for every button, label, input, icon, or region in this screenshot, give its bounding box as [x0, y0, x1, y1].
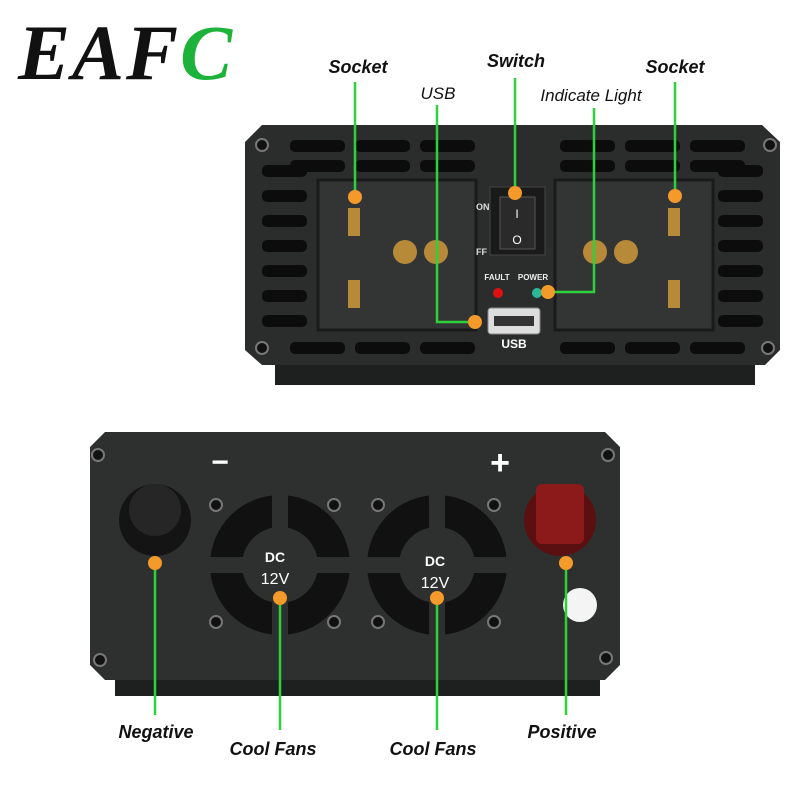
leader-lines [153, 78, 677, 730]
vent-slot [355, 140, 410, 152]
vent-slot [290, 160, 345, 172]
top-inverter-panel: I O ON FF FAULT POWER USB [245, 125, 780, 385]
vent-slot [262, 240, 307, 252]
vent-slot [690, 140, 745, 152]
vent-slot [262, 215, 307, 227]
switch-off-symbol: O [512, 233, 521, 247]
label-switch: Switch [486, 51, 546, 71]
fault-led [493, 288, 503, 298]
vent-slot [718, 215, 763, 227]
minus-sign: − [211, 446, 229, 479]
bottom-inverter-panel: − + DC 12V DC 12V [90, 138, 777, 696]
sticker [563, 588, 597, 622]
logo-text: EAF [18, 9, 181, 96]
vent-slot [420, 140, 475, 152]
label-socket-left: Socket [328, 57, 388, 77]
label-positive: Positive [527, 722, 597, 742]
brand-logo: EAFC [18, 8, 234, 98]
label-indicate-light: Indicate Light [540, 86, 642, 105]
vent-slot [718, 315, 763, 327]
vent-slot [262, 290, 307, 302]
vent-slot [560, 342, 615, 354]
fan-right-12v: 12V [421, 575, 450, 592]
label-cool-fans-right: Cool Fans [389, 739, 477, 759]
vent-slot [625, 342, 680, 354]
switch-off-label: FF [476, 247, 487, 257]
vent-slot [718, 290, 763, 302]
vent-slot [290, 342, 345, 354]
vent-slot [355, 160, 410, 172]
cooling-fan-right [367, 495, 507, 635]
cooling-fan-left [210, 495, 350, 635]
vent-slot [262, 190, 307, 202]
fan-right-dc: DC [425, 553, 445, 569]
vent-slot [625, 140, 680, 152]
vent-slot [718, 240, 763, 252]
label-negative: Negative [118, 722, 194, 742]
logo-accent: C [180, 9, 235, 96]
vent-slot [690, 160, 745, 172]
fault-label: FAULT [484, 273, 509, 282]
vent-slot [355, 342, 410, 354]
label-cool-fans-left: Cool Fans [229, 739, 317, 759]
vent-slot [560, 140, 615, 152]
vent-slot [420, 160, 475, 172]
vent-slot [420, 342, 475, 354]
label-socket-right: Socket [645, 57, 705, 77]
fan-left-dc: DC [265, 549, 285, 565]
vent-slot [718, 265, 763, 277]
power-label: POWER [518, 273, 548, 282]
vent-slot [718, 190, 763, 202]
plus-sign: + [490, 444, 510, 482]
fan-left-12v: 12V [261, 571, 290, 588]
label-usb: USB [420, 84, 456, 103]
vent-slot [290, 140, 345, 152]
vent-slot [262, 315, 307, 327]
vent-slot [560, 160, 615, 172]
switch-on-symbol: I [515, 207, 518, 221]
usb-port-label: USB [501, 337, 527, 351]
vent-slot [690, 342, 745, 354]
power-led [532, 288, 542, 298]
marker-dots [148, 186, 682, 605]
switch-on-label: ON [476, 202, 490, 212]
vent-slot [262, 265, 307, 277]
vent-slot [625, 160, 680, 172]
